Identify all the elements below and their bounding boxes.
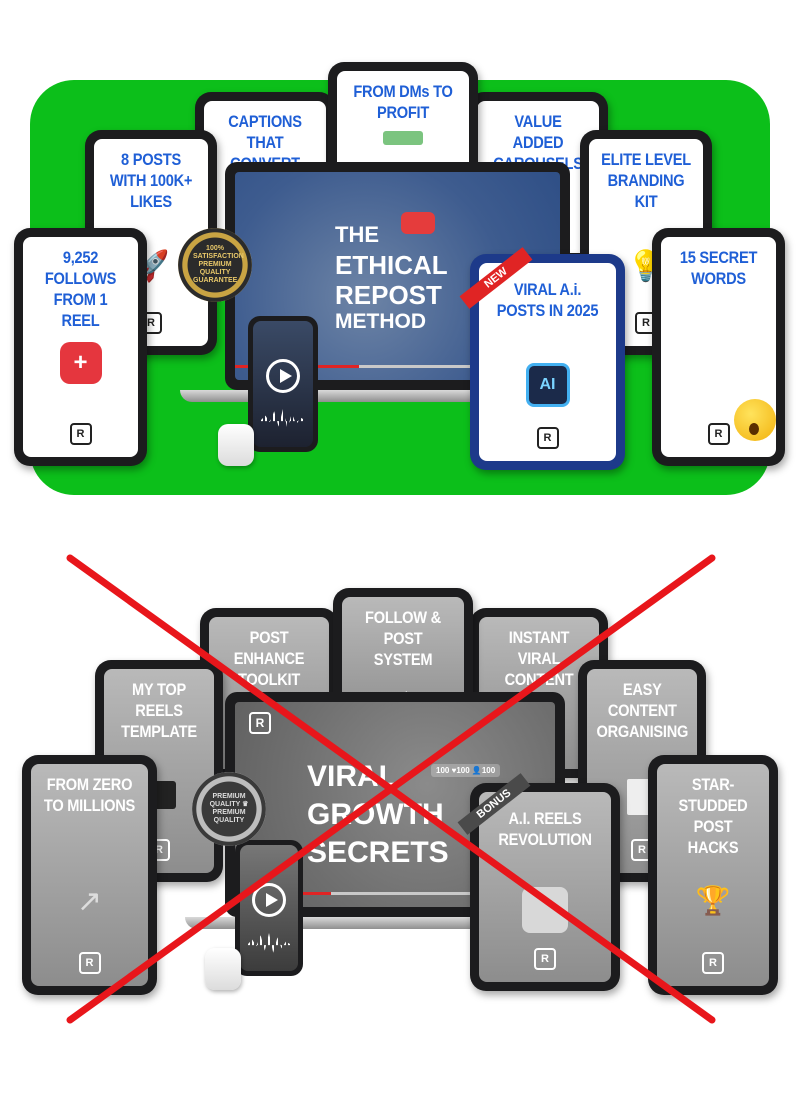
tablet-title: ELITE LEVEL BRANDING KIT xyxy=(601,150,691,211)
ai-chip-icon: AI xyxy=(525,363,570,407)
phone-mockup xyxy=(248,316,318,452)
tablet-title: 8 POSTS WITH 100K+ LIKES xyxy=(109,150,193,211)
repost-logo-icon: R xyxy=(702,952,724,974)
tablet-viral-ai: VIRAL A.i. POSTS IN 2025 AI R xyxy=(470,254,625,470)
tablet-title: FOLLOW & POST SYSTEM xyxy=(365,608,441,669)
laptop-title-method: METHOD xyxy=(335,310,426,333)
laptop-title-the: THE xyxy=(335,222,379,247)
tablet-title: STAR-STUDDED POST HACKS xyxy=(678,775,748,857)
laptop-title-growth: GROWTH xyxy=(307,798,444,831)
tablet-secret-words: 15 SECRET WORDS R xyxy=(652,228,785,466)
engagement-stats: 100 ♥100 👤100 xyxy=(431,764,501,777)
airpods-case xyxy=(205,948,241,990)
premium-quality-seal: PREMIUM QUALITY ♛ PREMIUM QUALITY xyxy=(192,772,266,846)
airpods-case xyxy=(218,424,254,466)
tablet-title: FROM DMs TO PROFIT xyxy=(353,82,453,122)
laptop-title-secrets: SECRETS xyxy=(307,836,449,869)
repost-logo-icon: R xyxy=(249,712,271,734)
audio-waveform-icon xyxy=(261,409,305,429)
play-button-icon xyxy=(266,358,300,393)
money-icon xyxy=(383,131,423,145)
repost-logo-icon: R xyxy=(78,952,101,974)
tablet-title: 15 SECRET WORDS xyxy=(679,248,758,288)
repost-logo-icon: R xyxy=(707,423,730,445)
premium-quality-seal: 100% SATISFACTION PREMIUM QUALITY GUARAN… xyxy=(178,228,252,302)
surprised-emoji-icon xyxy=(734,399,776,441)
bottom-bundle-mockup: POST ENHANCE TOOLKIT INSTANT VIRAL CONTE… xyxy=(0,540,800,1060)
repost-icon xyxy=(401,212,435,234)
seal-text: PREMIUM QUALITY ♛ PREMIUM QUALITY xyxy=(209,793,249,824)
audio-waveform-icon xyxy=(248,933,290,953)
laptop-title-ethical: ETHICAL xyxy=(335,250,448,280)
tablet-post-hacks: STAR-STUDDED POST HACKS 🏆 R xyxy=(648,755,778,995)
tablet-title: VIRAL A.i. POSTS IN 2025 xyxy=(496,280,599,320)
trophy-icon: 🏆 xyxy=(695,885,731,916)
seal-text: 100% SATISFACTION PREMIUM QUALITY GUARAN… xyxy=(193,245,244,284)
repost-logo-icon: R xyxy=(69,423,92,445)
tablet-follows-reel: 9,252 FOLLOWS FROM 1 REEL + R xyxy=(14,228,147,466)
tablet-title: EASY CONTENT ORGANISING xyxy=(596,680,688,741)
laptop-title-viral: VIRAL xyxy=(307,760,397,793)
play-button-icon xyxy=(252,882,286,917)
ai-video-icon xyxy=(522,887,568,933)
laptop-title-repost: REPOST xyxy=(335,280,442,310)
top-bundle-mockup: CAPTIONS THAT CONVERT VALUE ADDED CAROUS… xyxy=(0,0,800,510)
tablet-title: A.I. REELS REVOLUTION xyxy=(498,809,592,849)
repost-logo-icon: R xyxy=(536,427,559,449)
growth-arrow-icon: ↗ xyxy=(76,885,103,918)
repost-logo-icon: R xyxy=(534,948,556,970)
tablet-title: 9,252 FOLLOWS FROM 1 REEL xyxy=(44,248,117,330)
follow-request-icon: + xyxy=(59,342,102,384)
tablet-zero-millions: FROM ZERO TO MILLIONS ↗ R xyxy=(22,755,157,995)
tablet-title: POST ENHANCE TOOLKIT xyxy=(233,628,305,689)
phone-mockup xyxy=(235,840,303,976)
tablet-title: FROM ZERO TO MILLIONS xyxy=(43,775,136,815)
